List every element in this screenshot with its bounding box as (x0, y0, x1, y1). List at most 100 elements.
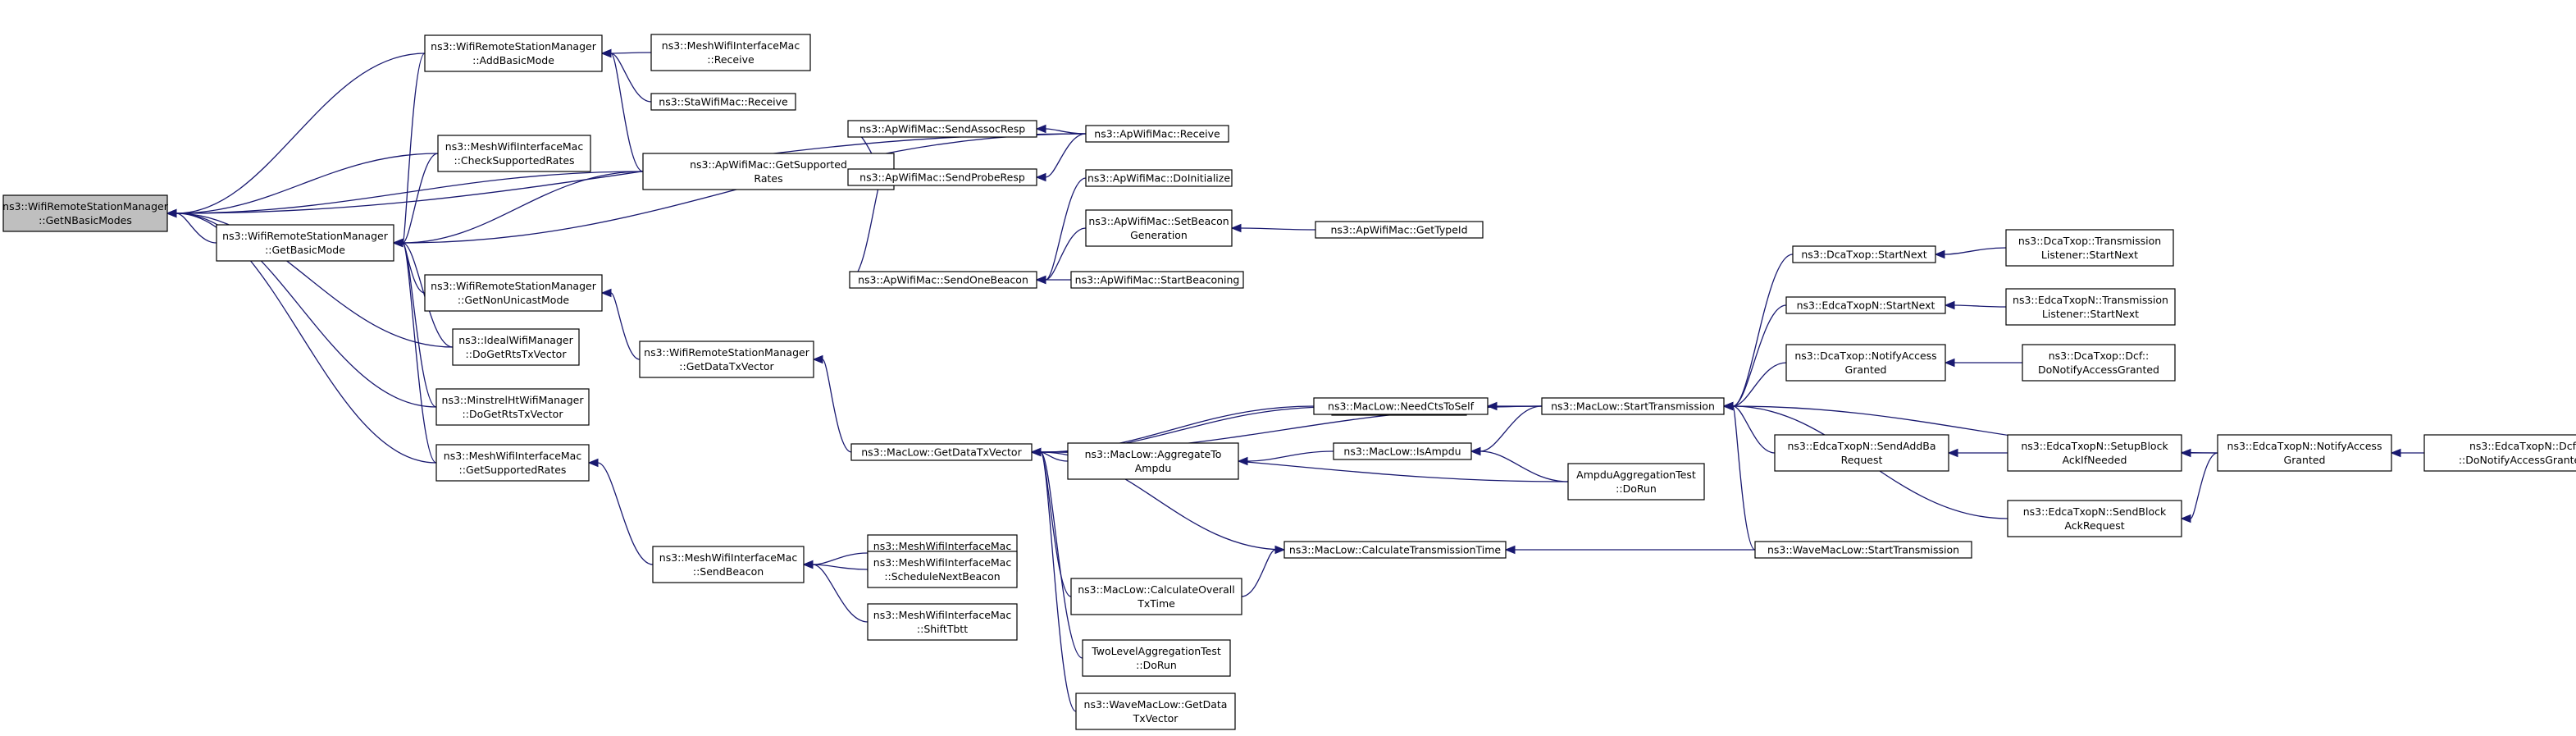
node-box (2007, 434, 2182, 472)
edge-n32-to-n31 (1241, 545, 1286, 597)
edge-n43-to-n42 (2180, 448, 2218, 458)
node-box (867, 551, 1018, 588)
node-label-line: ns3::EdcaTxopN::StartNext (1797, 299, 1935, 312)
function-node[interactable]: ns3::ApWifiMac::GetTypeId (1315, 221, 1484, 239)
function-node[interactable]: ns3::MeshWifiInterfaceMac::ShiftTbtt (867, 603, 1018, 641)
node-label-line: Granted (2284, 454, 2326, 466)
function-node[interactable]: ns3::MacLow::StartTransmission (1541, 397, 1725, 415)
node-box (2, 194, 168, 232)
function-node[interactable]: ns3::MeshWifiInterfaceMac::CheckSupporte… (437, 135, 591, 172)
function-node[interactable]: ns3::WifiRemoteStationManager::GetBasicM… (216, 224, 394, 262)
arrowhead (1470, 446, 1481, 456)
function-node[interactable]: AmpduAggregationTest::DoRun (1567, 463, 1705, 501)
node-label-line: ns3::MacLow::GetDataTxVector (861, 446, 1022, 459)
node-label-line: ns3::WaveMacLow::GetData (1084, 698, 1228, 711)
function-node[interactable]: ns3::WifiRemoteStationManager::GetDataTx… (639, 341, 814, 378)
node-label-line: ::GetNonUnicastMode (458, 294, 569, 306)
function-node[interactable]: ns3::DcaTxop::Dcf::DoNotifyAccessGranted (2022, 344, 2176, 382)
function-node[interactable]: ns3::MacLow::CalculateTransmissionTime (1283, 541, 1507, 559)
node-box (1075, 693, 1236, 730)
node-box (1070, 271, 1244, 289)
node-label-line: ns3::DcaTxop::Dcf:: (2049, 350, 2150, 362)
function-node[interactable]: ns3::EdcaTxopN::Dcf::DoNotifyAccessGrant… (2423, 434, 2576, 472)
arrowhead (1274, 545, 1286, 555)
node-label-line: ns3::DcaTxop::Transmission (2018, 235, 2161, 247)
node-label-line: ::DoNotifyAccessGranted (2459, 454, 2576, 466)
node-label-line: TwoLevelAggregationTest (1091, 645, 1221, 657)
node-label-line: Rates (754, 172, 782, 185)
function-node[interactable]: ns3::MacLow::GetDataTxVector (850, 443, 1033, 461)
function-node[interactable]: ns3::WifiRemoteStationManager::GetNonUni… (424, 274, 603, 312)
function-node[interactable]: ns3::MeshWifiInterfaceMac::ScheduleNextB… (867, 551, 1018, 588)
node-label-line: ns3::MinstrelHtWifiManager (442, 394, 585, 406)
function-node[interactable]: ns3::WaveMacLow::GetDataTxVector (1075, 693, 1236, 730)
function-node[interactable]: ns3::WaveMacLow::StartTransmission (1754, 541, 1972, 559)
arrowhead (1944, 358, 1955, 368)
function-node[interactable]: ns3::MeshWifiInterfaceMac::SendBeacon (652, 546, 805, 583)
function-node[interactable]: ns3::DcaTxop::StartNext (1792, 245, 1936, 263)
node-box (652, 546, 805, 583)
function-node[interactable]: TwoLevelAggregationTest::DoRun (1082, 639, 1231, 677)
edge-n11-to-n10 (1230, 223, 1316, 233)
arrowhead (802, 560, 814, 569)
function-node[interactable]: ns3::EdcaTxopN::StartNext (1785, 296, 1946, 314)
function-node[interactable]: ns3::ApWifiMac::DoInitialize (1085, 169, 1233, 187)
function-node[interactable]: ns3::ApWifiMac::StartBeaconing (1070, 271, 1244, 289)
function-node[interactable]: ns3::ApWifiMac::SendOneBeacon (849, 271, 1037, 289)
node-label-line: ns3::EdcaTxopN::SetupBlock (2021, 440, 2168, 452)
node-box (1085, 125, 1229, 143)
function-node[interactable]: ns3::ApWifiMac::Receive (1085, 125, 1229, 143)
edge-n1-to-n0 (166, 53, 426, 218)
node-label-line: ns3::MeshWifiInterfaceMac (873, 556, 1012, 569)
node-box (1082, 639, 1231, 677)
function-node[interactable]: ns3::MacLow::IsAmpdu (1333, 442, 1472, 460)
node-box (2022, 344, 2176, 382)
node-box (1085, 209, 1233, 247)
node-label-line: ns3::ApWifiMac::GetTypeId (1330, 224, 1467, 236)
function-node[interactable]: ns3::WifiRemoteStationManager::AddBasicM… (424, 34, 603, 72)
arrowhead (1030, 447, 1042, 457)
function-node[interactable]: ns3::DcaTxop::TransmissionListener::Star… (2005, 229, 2174, 267)
function-node[interactable]: ns3::StaWifiMac::Receive (650, 93, 796, 111)
edge-n17-to-n15 (600, 288, 641, 360)
function-node[interactable]: ns3::EdcaTxopN::NotifyAccessGranted (2217, 434, 2392, 472)
root-function-node[interactable]: ns3::WifiRemoteStationManager::GetNBasic… (2, 194, 169, 232)
node-box (1313, 397, 1489, 415)
node-label-line: TxTime (1137, 597, 1175, 610)
node-box (849, 271, 1037, 289)
function-node[interactable]: ns3::MeshWifiInterfaceMac::Receive (650, 34, 811, 71)
node-label-line: TxVector (1133, 712, 1179, 725)
node-label-line: ::Receive (707, 53, 755, 66)
node-label-line: Generation (1130, 229, 1188, 241)
function-node[interactable]: ns3::DcaTxop::NotifyAccessGranted (1785, 344, 1946, 382)
node-label-line: ::CheckSupportedRates (454, 154, 574, 167)
edge-n25-to-n22 (1486, 401, 1542, 411)
arrowhead (1237, 456, 1248, 466)
node-label-line: ns3::MeshWifiInterfaceMac (444, 450, 582, 462)
arrowhead (1230, 223, 1242, 233)
function-node[interactable]: ns3::MeshWifiInterfaceMac::GetSupportedR… (435, 444, 590, 482)
node-box (424, 274, 603, 312)
function-node[interactable]: ns3::ApWifiMac::SendAssocResp (847, 120, 1037, 138)
function-node[interactable]: ns3::MacLow::NeedCtsToSelf (1313, 397, 1489, 415)
node-label-line: ns3::MeshWifiInterfaceMac (873, 609, 1012, 621)
arrowhead (1947, 448, 1958, 458)
graph-edges (166, 48, 2424, 712)
function-node[interactable]: ns3::EdcaTxopN::TransmissionListener::St… (2005, 288, 2176, 326)
edge-n36-to-n35 (1934, 247, 2007, 259)
function-node[interactable]: ns3::MinstrelHtWifiManager::DoGetRtsTxVe… (435, 388, 590, 426)
node-label-line: ::SendBeacon (693, 565, 764, 578)
node-box (1785, 296, 1946, 314)
node-label-line: ns3::MacLow::StartTransmission (1551, 400, 1715, 413)
function-node[interactable]: ns3::ApWifiMac::SendProbeResp (847, 168, 1037, 186)
function-node[interactable]: ns3::IdealWifiManager::DoGetRtsTxVector (452, 328, 580, 366)
node-label-line: ns3::MacLow::IsAmpdu (1343, 446, 1461, 458)
edge-n1-to-n14 (392, 53, 426, 248)
